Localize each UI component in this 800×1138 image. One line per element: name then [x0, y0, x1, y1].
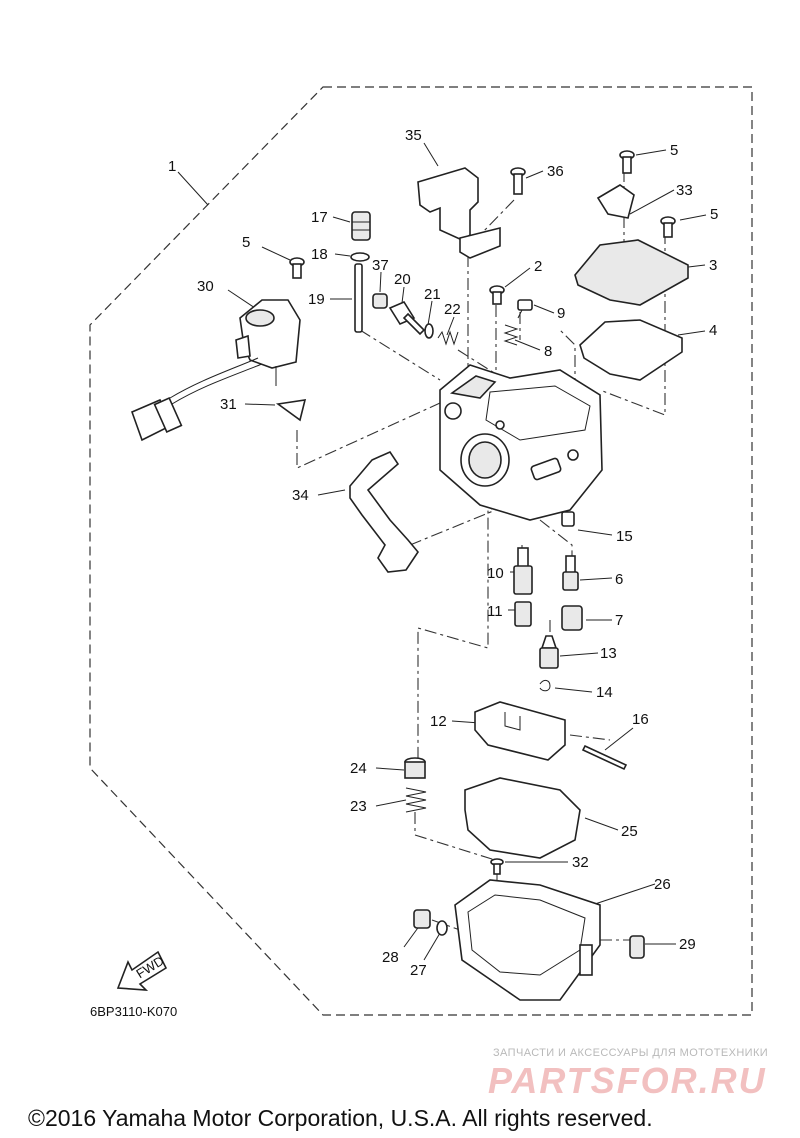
callout-35: 35: [405, 127, 422, 144]
clip-33: [596, 184, 635, 219]
callout-26: 26: [654, 876, 671, 893]
oring-21: [424, 323, 434, 339]
callout-34: 34: [292, 487, 309, 504]
callout-16: 16: [632, 711, 649, 728]
callout-4: 4: [709, 322, 717, 339]
callout-5-right: 5: [710, 206, 718, 223]
callout-28: 28: [382, 949, 399, 966]
callout-32: 32: [572, 854, 589, 871]
pilot-screw-20: [388, 300, 426, 336]
carburetor-body: [439, 364, 603, 521]
callout-2: 2: [534, 258, 542, 275]
needle-19: [354, 263, 363, 333]
plug-7: [561, 605, 583, 631]
callout-15: 15: [616, 528, 633, 545]
callout-5-left: 5: [242, 234, 250, 251]
screw-2: [489, 285, 505, 305]
washer-27: [436, 920, 448, 936]
callout-20: 20: [394, 271, 411, 288]
callout-12: 12: [430, 713, 447, 730]
callout-25: 25: [621, 823, 638, 840]
watermark-tagline: ЗАПЧАСТИ И АКСЕССУАРЫ ДЛЯ МОТОТЕХНИКИ: [493, 1047, 768, 1059]
pin-16: [581, 744, 628, 771]
screw-29: [629, 935, 645, 959]
callout-1: 1: [168, 158, 176, 175]
plate-3: [574, 239, 689, 306]
diagram-code: 6BP3110-K070: [90, 1004, 177, 1019]
callout-10: 10: [487, 565, 504, 582]
gasket-25: [464, 777, 581, 859]
callout-33: 33: [676, 182, 693, 199]
callout-19: 19: [308, 291, 325, 308]
callout-3: 3: [709, 257, 717, 274]
jet-10: [513, 547, 533, 595]
callout-7: 7: [615, 612, 623, 629]
float-detail: [504, 712, 521, 731]
callout-24: 24: [350, 760, 367, 777]
oring-18: [350, 252, 370, 262]
screw-5-top: [619, 150, 635, 174]
solenoid-30: [235, 299, 301, 386]
callout-18: 18: [311, 246, 328, 263]
jet-6: [562, 555, 579, 591]
spring-22: [437, 330, 459, 346]
callout-36: 36: [547, 163, 564, 180]
callout-labels: 1 2 3 4 5 5 5 6 7 8 9 10 11 12 13 14 15 …: [168, 127, 718, 979]
callout-37: 37: [372, 257, 389, 274]
screw-32: [490, 858, 504, 875]
callout-6: 6: [615, 571, 623, 588]
callout-5-top: 5: [670, 142, 678, 159]
spring-8: [503, 324, 519, 346]
callout-23: 23: [350, 798, 367, 815]
screw-9: [517, 299, 533, 319]
screw-5-right: [660, 216, 676, 238]
callout-11: 11: [487, 603, 503, 620]
float-12: [474, 701, 566, 761]
cap-24: [404, 757, 426, 779]
callout-leaders: [177, 142, 707, 961]
collar-37: [372, 293, 388, 309]
solenoid-wire: [130, 357, 263, 442]
callout-14: 14: [596, 684, 613, 701]
clip-14: [539, 679, 551, 692]
plug-11: [514, 601, 532, 627]
float-bowl-26: [454, 879, 601, 1001]
needle-valve-13: [539, 635, 559, 669]
screw-28: [413, 909, 431, 929]
callout-27: 27: [410, 962, 427, 979]
screw-5-left: [289, 257, 305, 279]
callout-9: 9: [557, 305, 565, 322]
gasket-4: [579, 319, 683, 381]
screw-15: [561, 511, 575, 527]
clip-31: [275, 399, 307, 422]
assembly-boundary: [89, 86, 753, 1016]
spring-23: [405, 787, 427, 813]
watermark-brand: PARTSFOR.RU: [488, 1060, 767, 1101]
callout-8: 8: [544, 343, 552, 360]
callout-22: 22: [444, 301, 461, 318]
hose-34: [349, 450, 419, 573]
fwd-arrow-icon: FWD: [116, 950, 168, 991]
callout-30: 30: [197, 278, 214, 295]
callout-21: 21: [424, 286, 441, 303]
bracket-part: [417, 167, 501, 259]
copyright-notice: ©2016 Yamaha Motor Corporation, U.S.A. A…: [28, 1105, 653, 1131]
callout-17: 17: [311, 209, 328, 226]
callout-13: 13: [600, 645, 617, 662]
cap-17: [351, 211, 371, 241]
callout-29: 29: [679, 936, 696, 953]
callout-31: 31: [220, 396, 237, 413]
screw-36: [510, 167, 526, 195]
